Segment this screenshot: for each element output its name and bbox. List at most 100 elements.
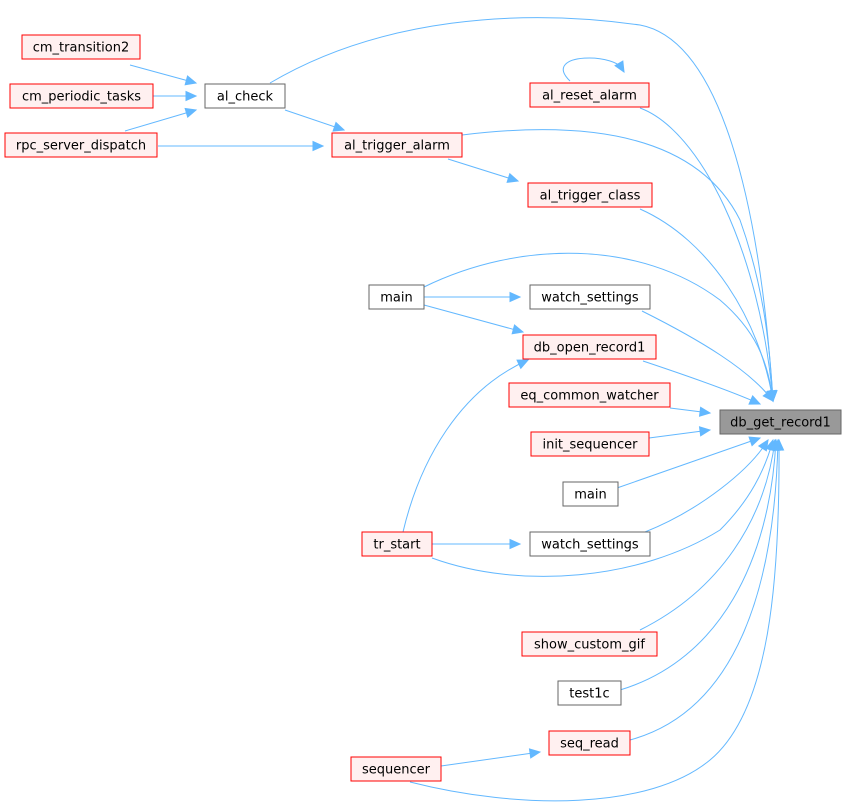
node-box bbox=[361, 531, 433, 557]
node-box bbox=[204, 83, 286, 109]
edge-seq_read-to-target bbox=[629, 438, 784, 741]
edge-tr_start-to-db_open_record1 bbox=[402, 359, 530, 533]
edge-arrowhead bbox=[748, 436, 762, 447]
edge-arrowhead bbox=[511, 324, 525, 335]
node-al-trigger-alarm[interactable]: al_trigger_alarm bbox=[331, 132, 463, 158]
node-label: db_open_record1 bbox=[534, 341, 646, 356]
edge-line bbox=[402, 359, 529, 533]
node-box bbox=[529, 284, 651, 310]
node-main2[interactable]: main bbox=[562, 481, 619, 507]
node-box bbox=[350, 756, 442, 782]
edge-db_open_record1-to-target bbox=[642, 360, 762, 405]
edge-arrowhead bbox=[185, 90, 198, 102]
edge-line bbox=[639, 208, 774, 402]
edge-arrowhead bbox=[773, 438, 785, 451]
edge-line bbox=[129, 64, 197, 84]
edge-cm_periodic_tasks-to-al_check bbox=[153, 90, 198, 102]
node-sequencer[interactable]: sequencer bbox=[350, 756, 442, 782]
edge-init_sequencer-to-target bbox=[648, 426, 712, 439]
edge-main1-to-target bbox=[423, 252, 777, 403]
node-box bbox=[529, 82, 650, 108]
node-show-custom-gif[interactable]: show_custom_gif bbox=[521, 631, 658, 657]
edge-arrowhead bbox=[528, 748, 542, 759]
node-target[interactable]: db_get_record1 bbox=[719, 409, 842, 435]
edge-main1-to-db_open_record1 bbox=[423, 304, 525, 335]
edge-arrowhead bbox=[509, 538, 522, 550]
node-seq-read[interactable]: seq_read bbox=[548, 730, 631, 756]
edge-tr_start-to-watch_settings2 bbox=[432, 538, 522, 550]
node-watch-settings1[interactable]: watch_settings bbox=[529, 284, 651, 310]
edge-sequencer-to-target bbox=[409, 438, 785, 802]
node-label: eq_common_watcher bbox=[520, 389, 659, 404]
edge-show_custom_gif-to-target bbox=[639, 438, 779, 631]
edge-line bbox=[269, 17, 774, 402]
node-box bbox=[522, 334, 657, 360]
node-box bbox=[557, 680, 622, 706]
node-label: cm_transition2 bbox=[33, 41, 130, 56]
edge-line bbox=[616, 437, 761, 489]
edge-line bbox=[644, 439, 769, 533]
edge-arrowhead bbox=[332, 121, 346, 132]
node-box bbox=[508, 382, 671, 408]
edge-arrowhead bbox=[184, 75, 198, 86]
node-label: main bbox=[380, 291, 412, 306]
node-test1c[interactable]: test1c bbox=[557, 680, 622, 706]
node-watch-settings2[interactable]: watch_settings bbox=[529, 531, 651, 557]
edge-line bbox=[639, 107, 774, 402]
edge-line bbox=[629, 439, 779, 741]
node-box bbox=[562, 481, 619, 507]
edge-watch_settings2-to-target bbox=[644, 438, 769, 533]
edge-arrowhead bbox=[748, 394, 762, 405]
node-al-check[interactable]: al_check bbox=[204, 83, 286, 109]
node-label: watch_settings bbox=[541, 538, 639, 553]
node-rpc-server-dispatch[interactable]: rpc_server_dispatch bbox=[4, 132, 158, 158]
edge-arrowhead bbox=[698, 426, 712, 437]
edge-arrowhead bbox=[698, 406, 712, 417]
node-label: al_trigger_alarm bbox=[344, 139, 450, 154]
edge-eq_common_watcher-to-target bbox=[669, 406, 712, 417]
node-label: al_reset_alarm bbox=[542, 89, 637, 104]
node-label: al_check bbox=[217, 90, 274, 105]
node-al-trigger-class[interactable]: al_trigger_class bbox=[527, 182, 653, 208]
edge-arrowhead bbox=[757, 438, 769, 452]
edge-al_trigger_class-to-target bbox=[639, 208, 777, 403]
edge-al_reset_alarm-to-target bbox=[639, 107, 778, 403]
node-cm-periodic-tasks[interactable]: cm_periodic_tasks bbox=[9, 83, 154, 109]
node-box bbox=[9, 83, 154, 109]
edge-arrowhead bbox=[509, 291, 522, 303]
node-label: watch_settings bbox=[541, 291, 639, 306]
node-label: al_trigger_class bbox=[540, 189, 641, 204]
node-tr-start[interactable]: tr_start bbox=[361, 531, 433, 557]
node-box bbox=[530, 431, 650, 457]
node-box bbox=[719, 409, 842, 435]
edge-arrowhead bbox=[506, 172, 520, 183]
edge-arrowhead bbox=[184, 107, 198, 119]
edge-line bbox=[440, 751, 541, 767]
edge-arrowhead bbox=[762, 389, 774, 402]
edge-al_trigger_alarm-to-target bbox=[461, 129, 778, 403]
node-box bbox=[529, 531, 651, 557]
node-init-sequencer[interactable]: init_sequencer bbox=[530, 431, 650, 457]
node-label: show_custom_gif bbox=[534, 638, 645, 653]
node-cm-transition2[interactable]: cm_transition2 bbox=[21, 34, 141, 60]
edge-cm_transition2-to-al_check bbox=[129, 64, 198, 86]
edge-line bbox=[409, 439, 780, 802]
node-al-reset-alarm[interactable]: al_reset_alarm bbox=[529, 82, 650, 108]
edge-line bbox=[461, 129, 774, 402]
edge-line bbox=[639, 439, 776, 631]
edge-line bbox=[562, 57, 625, 82]
node-db-open-record1[interactable]: db_open_record1 bbox=[522, 334, 657, 360]
edges-layer bbox=[124, 17, 785, 802]
node-box bbox=[548, 730, 631, 756]
edge-line bbox=[423, 304, 524, 333]
node-label: seq_read bbox=[560, 737, 619, 752]
edge-line bbox=[641, 310, 774, 402]
node-label: sequencer bbox=[362, 763, 431, 778]
node-eq-common-watcher[interactable]: eq_common_watcher bbox=[508, 382, 671, 408]
edge-al_check-to-al_trigger_alarm bbox=[284, 109, 346, 132]
edge-arrowhead bbox=[312, 140, 325, 152]
edge-line bbox=[431, 439, 774, 577]
node-box bbox=[527, 182, 653, 208]
node-main1[interactable]: main bbox=[368, 284, 425, 310]
